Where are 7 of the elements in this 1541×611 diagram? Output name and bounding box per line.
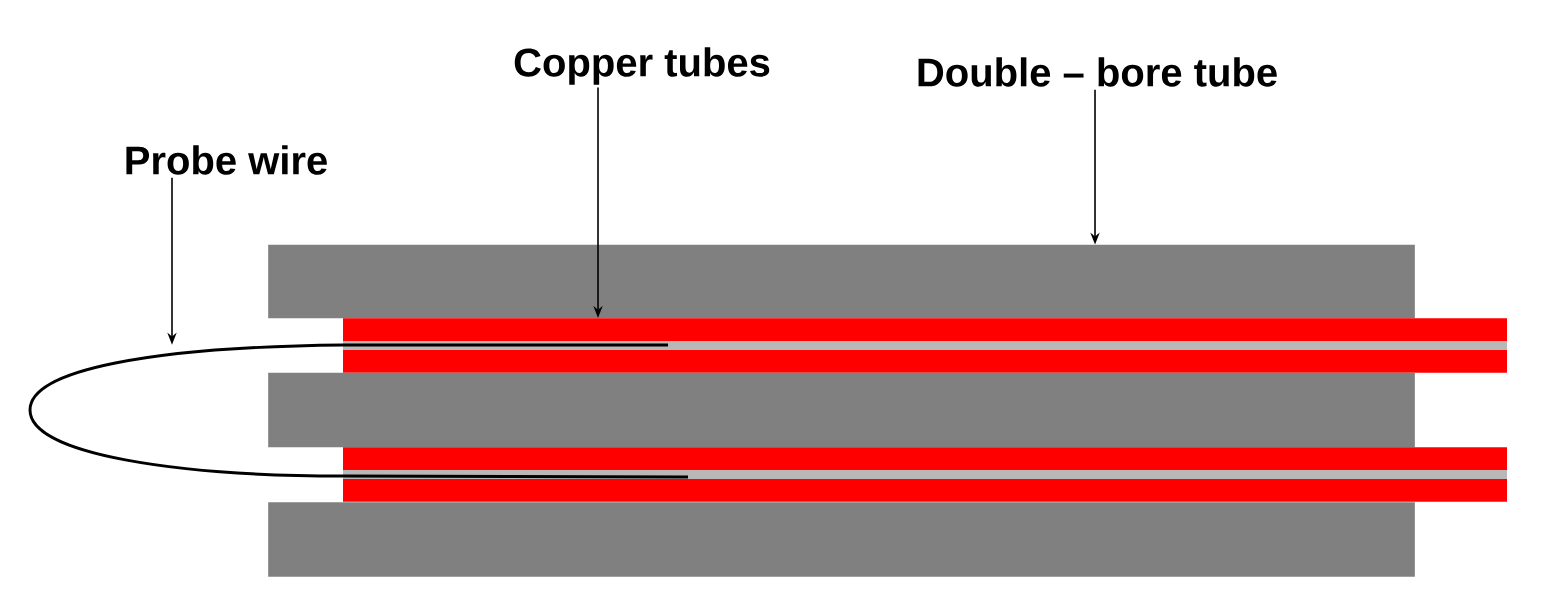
- label: Copper tubes: [514, 47, 770, 85]
- probe-wire: [28, 343, 688, 479]
- ceramic-tube: [268, 372, 1415, 448]
- label: Double – bore tube: [918, 57, 1277, 87]
- ceramic-tube: [268, 244, 1415, 319]
- label: Probe wire: [126, 145, 327, 175]
- ceramic-tube: [268, 502, 1415, 577]
